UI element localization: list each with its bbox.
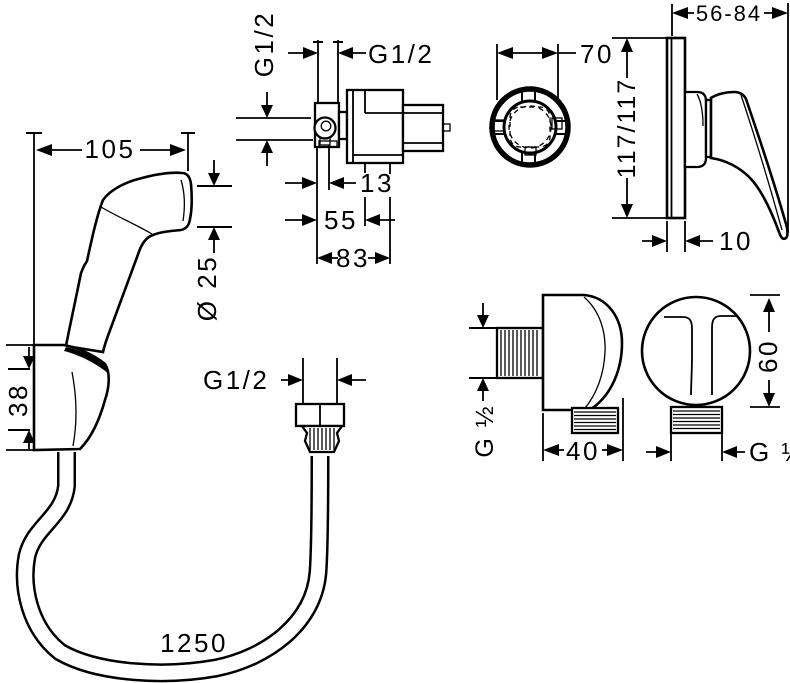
shower-holder — [32, 343, 111, 452]
valve-front-figure: 70 — [489, 39, 614, 168]
dim-spout-diameter: Ø 25 — [192, 255, 222, 321]
dim-valve-front-width: 70 — [580, 39, 614, 69]
valve-body — [345, 88, 405, 165]
dim-hand-shower-width: 105 — [85, 134, 136, 164]
concealed-valve-figure: G1/2 G1/2 13 55 83 — [236, 11, 451, 273]
hand-shower-figure: 105 Ø 25 38 1250 — [3, 132, 232, 658]
escutcheon-plate — [665, 36, 687, 220]
holder-slot-shadow — [64, 347, 109, 374]
wall-outlet-side-figure: G ½ 40 — [469, 293, 624, 466]
outlet-inlet-thread — [495, 326, 545, 380]
shower-hose — [15, 452, 330, 683]
dim-hose-thread: G1/2 — [203, 365, 269, 395]
dim-valve-side-thread: G1/2 — [249, 11, 279, 77]
dim-valve-depth-inner: 55 — [324, 205, 358, 235]
hose-connector-figure: G1/2 — [203, 358, 366, 454]
dim-escutcheon-plate: 117/117 — [613, 78, 641, 179]
dim-valve-top-thread: G1/2 — [368, 39, 434, 69]
dim-outlet-inlet-thread: G ½ — [471, 404, 499, 457]
dim-outlet-height: 60 — [753, 339, 783, 373]
dim-plate-thickness: 10 — [719, 226, 753, 256]
dim-install-depth-range: 56-84 — [696, 1, 762, 26]
dim-valve-depth-total: 83 — [336, 243, 370, 273]
valve-spindle — [401, 103, 445, 153]
trim-sleeve — [683, 90, 708, 169]
dim-holder-height: 38 — [3, 383, 33, 417]
outlet-body-side — [541, 293, 624, 412]
dim-outlet-width: 40 — [566, 436, 600, 466]
lever-handle — [709, 90, 789, 241]
wall-outlet-front-figure: 60 G ½ — [640, 294, 790, 467]
dim-outlet-bottom-thread: G ½ — [749, 437, 790, 467]
dim-valve-offset: 13 — [360, 168, 394, 198]
hand-shower-body — [64, 171, 193, 354]
trim-side-figure: 56-84 117/117 10 — [612, 1, 789, 256]
dim-hose-length: 1250 — [160, 628, 228, 658]
outlet-body-front — [640, 295, 752, 407]
